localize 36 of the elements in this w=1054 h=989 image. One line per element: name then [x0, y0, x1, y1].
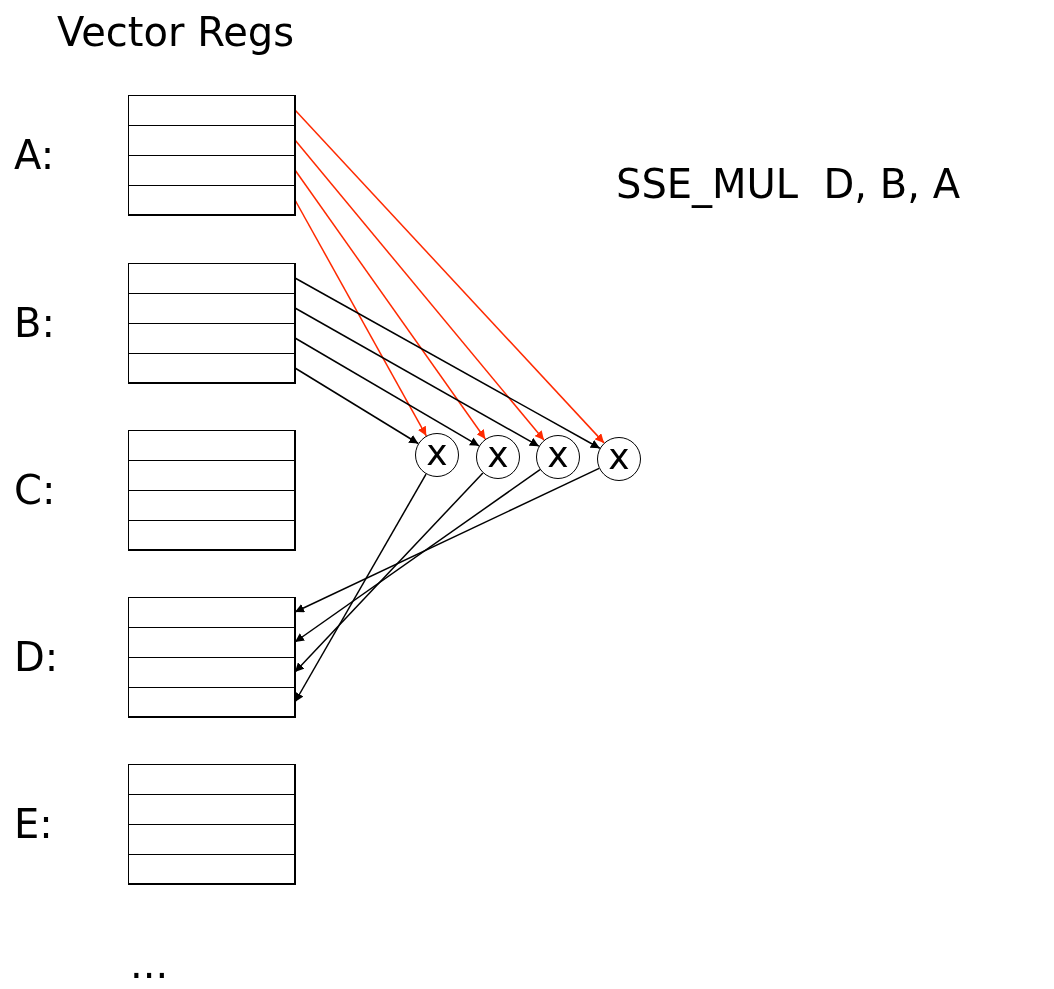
arrow — [294, 468, 541, 643]
operator-text: x — [608, 439, 630, 475]
register-lane — [127, 519, 296, 551]
register-label: E: — [14, 804, 53, 844]
arrow — [294, 467, 600, 613]
register-box — [128, 263, 295, 383]
multiply-node — [476, 435, 520, 479]
arrow — [294, 277, 601, 449]
multiply-node — [536, 435, 580, 479]
arrow — [294, 337, 480, 447]
register-label: C: — [14, 470, 56, 510]
ellipsis-text: ... — [130, 944, 169, 984]
operator-text: x — [547, 437, 569, 473]
operator-text: x — [426, 435, 448, 471]
register-lane — [127, 853, 296, 885]
register-lane — [127, 686, 296, 718]
arrow — [294, 169, 487, 440]
register-label: A: — [14, 135, 55, 175]
operator-text: x — [487, 437, 509, 473]
register-lane — [127, 184, 296, 216]
arrow — [294, 307, 540, 447]
arrow — [294, 199, 428, 437]
register-label: D: — [14, 637, 59, 677]
arrow — [294, 139, 545, 441]
register-box — [128, 597, 295, 717]
multiply-node — [597, 437, 641, 481]
arrow — [294, 472, 484, 673]
register-box — [128, 95, 295, 215]
arrow — [294, 473, 427, 703]
arrow — [294, 109, 605, 444]
register-box — [128, 430, 295, 550]
arrow — [294, 367, 419, 445]
register-label: B: — [14, 303, 55, 343]
register-lane — [127, 352, 296, 384]
multiply-node — [415, 433, 459, 477]
register-box — [128, 764, 295, 884]
